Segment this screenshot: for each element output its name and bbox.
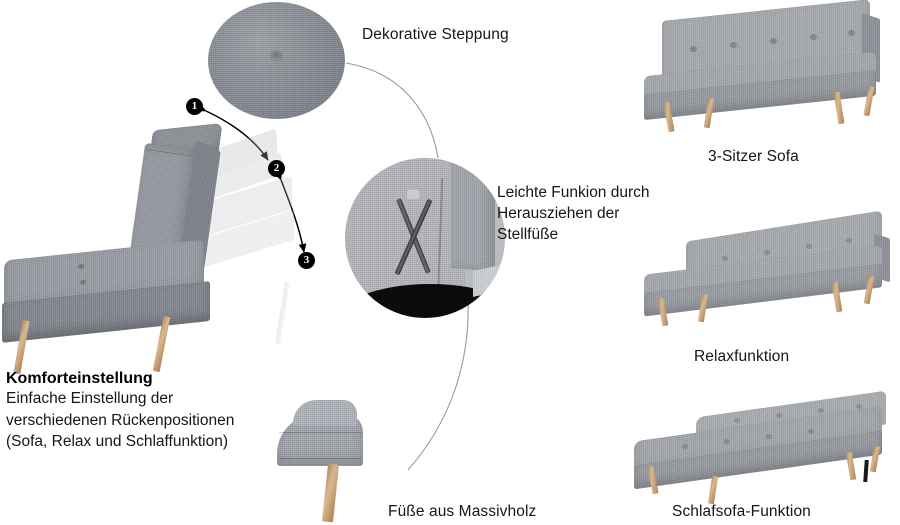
tuft-button-icon <box>810 34 817 40</box>
comfort-line-3: (Sofa, Relax und Schlaffunktion) <box>6 433 229 450</box>
arrow-2-to-3 <box>274 171 307 253</box>
connector-mechanism-to-foot <box>407 299 469 471</box>
tuft-dimple-icon <box>273 52 280 59</box>
recliner-illustration <box>0 120 300 375</box>
tuft-button-icon <box>770 38 777 44</box>
tuft-button-icon <box>808 429 814 434</box>
tuft-button-icon <box>806 244 812 249</box>
tuft-button-icon <box>730 42 737 48</box>
sofa-mode-sofa-image <box>640 0 890 136</box>
tuft-button-icon <box>682 444 688 449</box>
easy-function-line-2: Herausziehen der <box>497 205 620 222</box>
position-marker-2: 2 <box>268 160 285 177</box>
connector-tuft-to-mechanism <box>345 62 439 159</box>
arrow-1-to-2 <box>197 104 269 161</box>
tuft-button-icon <box>856 404 862 409</box>
position-marker-3: 3 <box>298 252 315 269</box>
label-mode-sofa: 3-Sitzer Sofa <box>708 148 799 165</box>
sofa-mode-relax-image <box>630 210 892 330</box>
label-mode-bed: Schlafsofa-Funktion <box>672 503 811 520</box>
comfort-text-block: Komforteinstellung Einfache Einstellung … <box>6 370 306 453</box>
label-mode-relax: Relaxfunktion <box>694 348 790 365</box>
comfort-heading: Komforteinstellung <box>6 370 153 387</box>
comfort-line-1: Einfache Einstellung der <box>6 390 174 407</box>
tuft-button-icon <box>724 439 730 444</box>
easy-function-line-3: Stellfüße <box>497 226 559 243</box>
tuft-button-icon <box>764 250 770 255</box>
tuft-button-icon <box>846 238 852 243</box>
wood-foot-detail <box>275 390 395 523</box>
comfort-line-2: verschiedenen Rückenpositionen <box>6 411 235 429</box>
label-solid-wood-feet: Füße aus Massivholz <box>388 503 537 520</box>
support-leg-icon <box>863 459 869 483</box>
tuft-button-icon <box>208 2 345 119</box>
tuft-button-icon <box>818 408 824 413</box>
label-decorative-quilting: Dekorative Steppung <box>362 26 509 43</box>
tuft-button-icon <box>848 30 855 36</box>
tuft-button-icon <box>776 413 782 418</box>
support-leg-icon <box>345 158 505 318</box>
sofa-mode-bed-image <box>624 390 896 506</box>
tuft-button-icon <box>722 256 728 261</box>
easy-function-line-1: Leichte Funkion durch <box>497 184 650 201</box>
label-easy-function: Leichte Funkion durch Herausziehen der S… <box>497 182 650 245</box>
position-marker-1: 1 <box>186 98 203 115</box>
tuft-button-icon <box>734 418 740 423</box>
tuft-button-icon <box>690 46 697 52</box>
wood-leg-icon <box>707 475 719 505</box>
tuft-button-icon <box>766 434 772 439</box>
